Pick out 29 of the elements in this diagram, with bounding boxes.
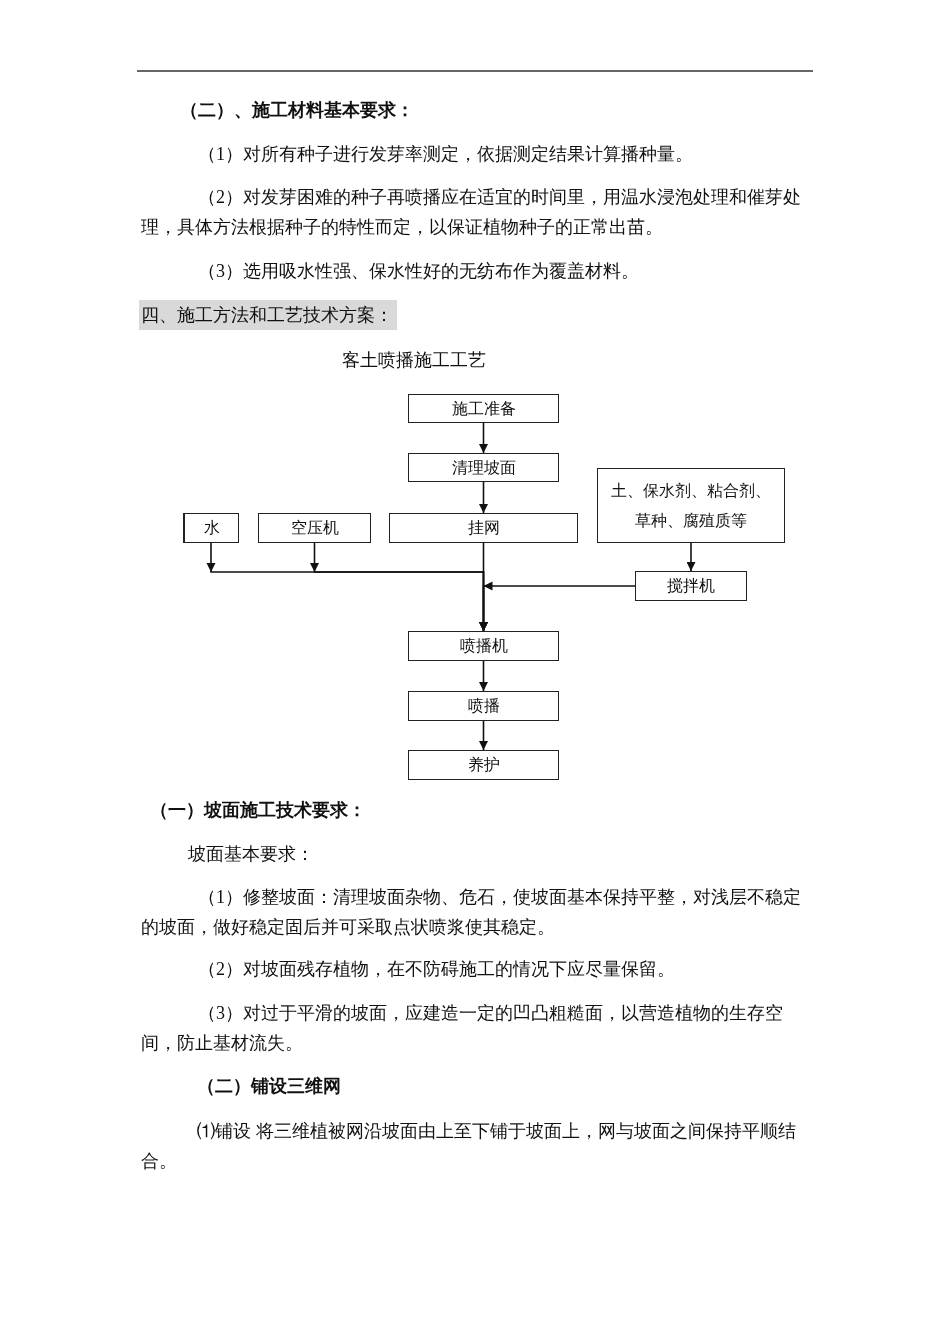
paragraph: 坡面基本要求： [188,843,315,866]
arrow [479,581,636,632]
highlighted-heading: 四、施工方法和工艺技术方案： [139,300,397,330]
section-heading: （二）、施工材料基本要求： [180,99,415,122]
arrow [479,481,488,514]
arrow [686,542,696,572]
process-box: 喷播 [408,691,559,721]
process-box: 土、保水剂、粘合剂、草种、腐殖质等 [597,468,785,543]
process-box: 施工准备 [408,394,559,423]
paragraph: ⑴铺设 将三维植被网沿坡面由上至下铺于坡面上，网与坡面之间保持平顺结合。 [141,1120,797,1173]
paragraph: （1）修整坡面：清理坡面杂物、危石，使坡面基本保持平整，对浅层不稳定的坡面，做好稳定固后并可采取点状喷浆使其稳定。 [141,886,802,939]
process-box: 喷播机 [408,631,559,661]
arrow [479,422,488,454]
paragraph: （3）选用吸水性强、保水性好的无纺布作为覆盖材料。 [197,260,640,283]
process-box: 水 [183,513,239,543]
process-box: 养护 [408,750,559,780]
arrow [479,660,488,692]
diagram-title: 客土喷播施工工艺 [342,349,486,372]
paragraph: （2）对坡面残存植物，在不防碍施工的情况下应尽量保留。 [197,958,676,981]
process-box: 挂网 [389,513,578,543]
process-box: 搅拌机 [635,571,747,601]
process-box: 空压机 [258,513,371,543]
section-heading: （一）坡面施工技术要求： [150,799,367,822]
paragraph: （3）对过于平滑的坡面，应建造一定的凹凸粗糙面，以营造植物的生存空间，防止基材流失。 [141,1002,784,1055]
arrow [479,720,488,751]
section-heading: （二）铺设三维网 [197,1075,342,1098]
paragraph: （2）对发芽困难的种子再喷播应在适宜的时间里，用温水浸泡处理和催芽处理，具体方法根据种子的特性而定，以保证植物种子的正常出苗。 [141,186,802,239]
paragraph: （1）对所有种子进行发芽率测定，依据测定结果计算播种量。 [197,143,694,166]
process-box: 清理坡面 [408,453,559,482]
